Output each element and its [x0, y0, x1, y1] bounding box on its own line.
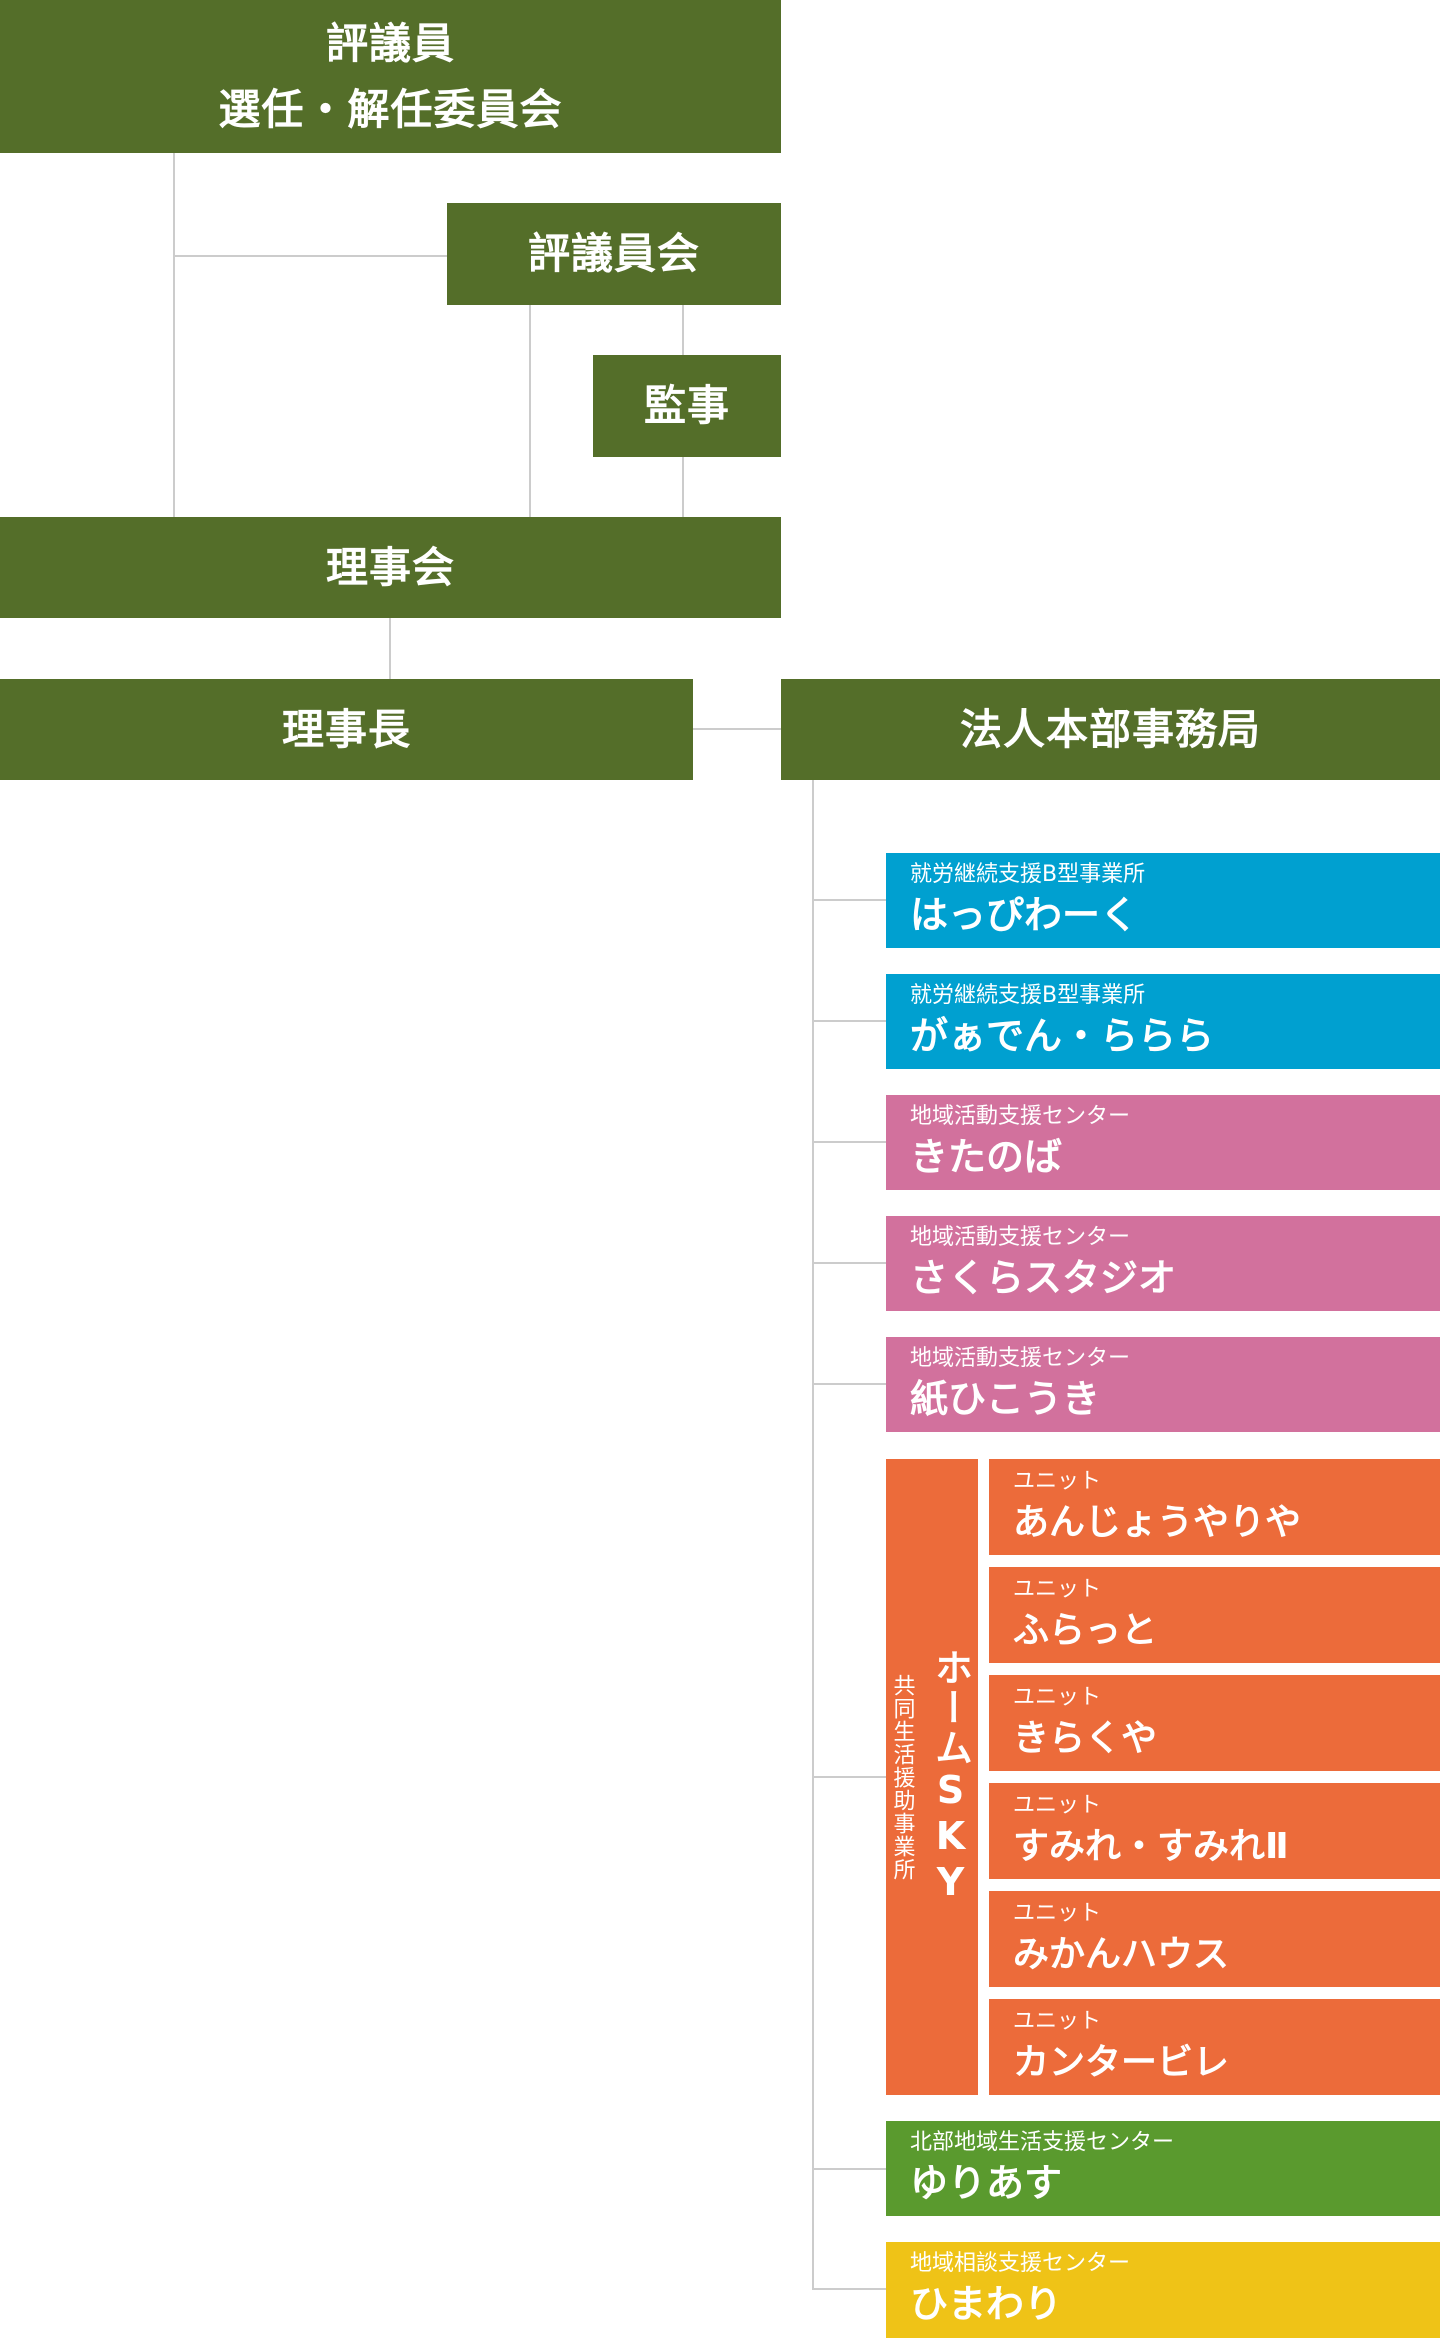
unit-box: ユニット みかんハウス — [989, 1891, 1440, 1987]
unit-label: ユニット — [1013, 1577, 1102, 1603]
office-type: 就労継続支援B型事業所 — [910, 982, 1146, 1008]
unit-box: ユニット すみれ・すみれⅡ — [989, 1783, 1440, 1879]
office-name: ひまわり — [910, 2282, 1063, 2327]
office-type: 地域相談支援センター — [910, 2251, 1131, 2277]
unit-name: カンタービレ — [1013, 2041, 1230, 2083]
selection-committee-line1: 評議員 — [325, 19, 455, 69]
office-box: 就労継続支援B型事業所 はっぴわーく — [886, 853, 1440, 948]
office-type: 地域活動支援センター — [910, 1224, 1131, 1250]
office-name: 紙ひこうき — [910, 1376, 1101, 1421]
connector-line — [812, 780, 814, 2289]
board-box: 理事会 — [0, 517, 781, 618]
connector-line — [173, 255, 447, 257]
office-type: 地域活動支援センター — [910, 1103, 1131, 1129]
connector-line — [812, 1262, 886, 1264]
connector-line — [812, 2168, 886, 2170]
office-name: がぁでん・ららら — [910, 1013, 1215, 1058]
unit-box: ユニット ふらっと — [989, 1567, 1440, 1663]
connector-line — [682, 305, 684, 355]
unit-label: ユニット — [1013, 1469, 1102, 1495]
connector-line — [529, 305, 531, 517]
connector-line — [693, 728, 781, 730]
unit-name: すみれ・すみれⅡ — [1013, 1825, 1289, 1867]
connector-line — [812, 2288, 886, 2290]
connector-line — [812, 1776, 886, 1778]
chairman-label: 理事長 — [281, 704, 411, 754]
unit-label: ユニット — [1013, 2009, 1102, 2035]
board-label: 理事会 — [325, 542, 455, 592]
unit-box: ユニット あんじょうやりや — [989, 1459, 1440, 1555]
office-name: きたのば — [910, 1134, 1063, 1179]
home-sky-box: ホームSKY 共同生活援助事業所 — [886, 1459, 978, 2095]
chairman-box: 理事長 — [0, 679, 693, 780]
unit-label: ユニット — [1013, 1793, 1102, 1819]
office-name: はっぴわーく — [910, 892, 1139, 937]
office-box: 地域活動支援センター さくらスタジオ — [886, 1216, 1440, 1311]
connector-line — [812, 1020, 886, 1022]
unit-name: みかんハウス — [1013, 1933, 1230, 1975]
office-box: 北部地域生活支援センター ゆりあす — [886, 2121, 1440, 2216]
unit-label: ユニット — [1013, 1901, 1102, 1927]
office-type: 北部地域生活支援センター — [910, 2129, 1175, 2155]
connector-line — [389, 618, 391, 679]
unit-label: ユニット — [1013, 1685, 1102, 1711]
unit-name: あんじょうやりや — [1013, 1501, 1302, 1543]
councillors-box: 評議員会 — [447, 203, 781, 305]
office-box: 地域活動支援センター きたのば — [886, 1095, 1440, 1190]
home-sky-type: 共同生活援助事業所 — [889, 1673, 915, 1881]
connector-line — [812, 1141, 886, 1143]
unit-name: ふらっと — [1013, 1609, 1158, 1651]
auditor-box: 監事 — [593, 355, 781, 457]
connector-line — [682, 457, 684, 517]
unit-box: ユニット きらくや — [989, 1675, 1440, 1771]
home-sky-name: ホームSKY — [928, 1648, 973, 1906]
councillors-label: 評議員会 — [527, 229, 700, 279]
selection-committee-line2: 選任・解任委員会 — [218, 84, 563, 134]
connector-line — [812, 1383, 886, 1385]
unit-name: きらくや — [1013, 1717, 1158, 1759]
connector-line — [812, 899, 886, 901]
office-name: ゆりあす — [910, 2160, 1063, 2205]
office-type: 地域活動支援センター — [910, 1345, 1131, 1371]
auditor-label: 監事 — [643, 381, 730, 431]
connector-line — [173, 153, 175, 517]
head-office-box: 法人本部事務局 — [781, 679, 1440, 780]
office-type: 就労継続支援B型事業所 — [910, 861, 1146, 887]
unit-box: ユニット カンタービレ — [989, 1999, 1440, 2095]
office-name: さくらスタジオ — [910, 1255, 1177, 1300]
office-box: 地域活動支援センター 紙ひこうき — [886, 1337, 1440, 1432]
selection-committee-box: 評議員 選任・解任委員会 — [0, 0, 781, 153]
office-box: 就労継続支援B型事業所 がぁでん・ららら — [886, 974, 1440, 1069]
head-office-label: 法人本部事務局 — [959, 704, 1261, 754]
office-box: 地域相談支援センター ひまわり — [886, 2242, 1440, 2338]
